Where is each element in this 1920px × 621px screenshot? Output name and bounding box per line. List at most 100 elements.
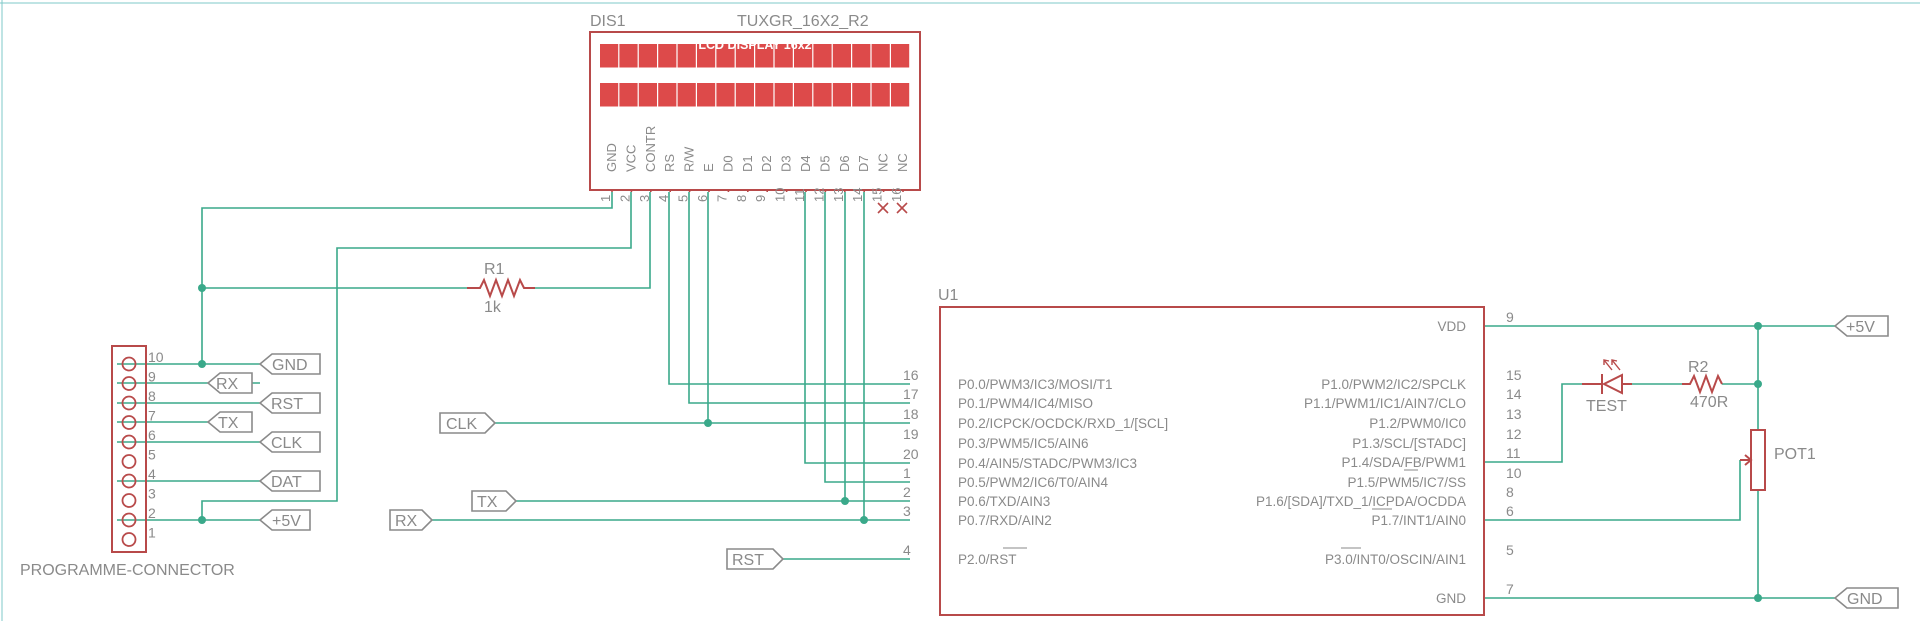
lcd-pin-name: D1	[740, 155, 755, 172]
lcd-char-cell	[600, 83, 619, 107]
wire-r1-right	[535, 192, 651, 289]
connector-pin-hole	[121, 532, 137, 547]
lcd-char-cell	[832, 83, 851, 107]
connector-pin-hole	[121, 434, 137, 450]
lcd-pins: GND1VCC2CONTR3RS4R/W5E6D07D18D29D310D411…	[598, 126, 910, 202]
flag-rx-left-text: RX	[216, 376, 239, 393]
potentiometer-pot1[interactable]: POT1	[1740, 429, 1816, 491]
lcd-char-cell	[638, 44, 657, 68]
mcu-pin-name: P1.0/PWM2/IC2/SPCLK	[1321, 377, 1466, 392]
mcu-pin-name: P0.7/RXD/AIN2	[958, 513, 1052, 528]
mcu-ref: U1	[938, 287, 959, 304]
flag-clk-left	[258, 431, 321, 453]
flag-rst-left-text: RST	[271, 396, 303, 413]
connector-pin-hole	[121, 473, 137, 489]
connector-pin-hole	[121, 395, 137, 411]
mcu-pin-number: 10	[1506, 465, 1522, 481]
lcd-char-cell	[638, 83, 657, 107]
lcd-char-cell	[600, 44, 619, 68]
lcd-pin-name: RS	[662, 154, 677, 172]
mcu-pin-name: P0.2/ICPCK/OCDCK/RXD_1/[SCL]	[958, 416, 1168, 431]
junction-dot	[198, 360, 206, 368]
mcu-pin-number: 13	[1506, 406, 1522, 422]
mcu-pin-number: 8	[1506, 484, 1514, 500]
r2-ref: R2	[1688, 359, 1709, 376]
led-test[interactable]: TEST	[1582, 359, 1632, 415]
mcu-pin-name: P0.3/PWM5/IC5/AIN6	[958, 436, 1089, 451]
flag-5v-right	[1833, 315, 1889, 337]
lcd-char-cell	[735, 44, 754, 68]
lcd-char-cell	[735, 83, 754, 107]
junction-dot	[1754, 322, 1762, 330]
flag-gnd-left-text: GND	[272, 357, 308, 374]
r2-body	[1682, 373, 1723, 395]
lcd-pin-name: D2	[759, 155, 774, 172]
pot-ref: POT1	[1774, 446, 1816, 463]
lcd-char-cell	[658, 44, 677, 68]
mcu-pin-name: P1.6/[SDA]/TXD_1/ICPDA/OCDDA	[1256, 494, 1466, 509]
lcd-pin-name: D7	[856, 155, 871, 172]
mcu-u1[interactable]: U1 16P0.0/PWM3/IC3/MOSI/T117P0.1/PWM4/IC…	[903, 287, 1522, 616]
lcd-char-cell	[794, 83, 813, 107]
connector-pin-number: 10	[148, 349, 164, 365]
wire-pot-wiper	[1484, 460, 1741, 521]
flag-5v-right-text: +5V	[1846, 319, 1875, 336]
lcd-pin-number: 9	[753, 195, 768, 202]
lcd-pin-number: 10	[773, 188, 788, 202]
lcd-char-cell	[619, 83, 638, 107]
flag-rx-left	[206, 372, 253, 394]
junction-dot	[1754, 594, 1762, 602]
mcu-pin-number: 18	[903, 406, 919, 422]
mcu-pin-number: 6	[1506, 503, 1514, 519]
lcd-pin-number: 15	[870, 188, 885, 202]
wires	[117, 192, 1835, 599]
r1-value: 1k	[484, 299, 502, 316]
lcd-char-cell	[697, 44, 716, 68]
lcd-pin-number: 3	[637, 195, 652, 202]
mcu-pin-number: 19	[903, 426, 919, 442]
resistor-r1[interactable]: R1 1k	[467, 261, 535, 316]
junction-dot	[841, 497, 849, 505]
connector-pin-hole	[121, 512, 137, 528]
lcd-char-cell	[697, 83, 716, 107]
lcd-ref: DIS1	[590, 13, 626, 30]
mcu-pin-name: VDD	[1437, 319, 1466, 334]
connector-outline	[111, 345, 147, 553]
mcu-pin-name: P1.1/PWM1/IC1/AIN7/CLO	[1304, 396, 1466, 411]
mcu-pin-number: 5	[1506, 542, 1514, 558]
connector-flags: GND RX RST TX CLK DAT +5V	[206, 353, 321, 531]
mcu-pin-number: 3	[903, 503, 911, 519]
r1-ref: R1	[484, 261, 505, 278]
mcu-pin-name: P0.0/PWM3/IC3/MOSI/T1	[958, 377, 1113, 392]
flag-dat-left-text: DAT	[271, 474, 302, 491]
flag-clk	[439, 412, 497, 434]
mcu-pin-number: 15	[1506, 367, 1522, 383]
mcu-pin-number: 16	[903, 367, 919, 383]
mcu-pin-number: 12	[1506, 426, 1522, 442]
lcd-char-cell	[716, 83, 735, 107]
flag-tx	[471, 490, 518, 512]
connector-pin-number: 7	[148, 408, 156, 424]
mcu-pin-name: P0.6/TXD/AIN3	[958, 494, 1050, 509]
lcd-char-cell	[658, 83, 677, 107]
lcd-pin-name: D3	[779, 155, 794, 172]
mcu-pin-name: P1.7/INT1/AIN0	[1371, 513, 1466, 528]
r1-body	[467, 277, 535, 299]
flag-dat-left	[258, 470, 321, 492]
overline-marks	[1003, 469, 1418, 549]
flag-clk-left-text: CLK	[271, 435, 302, 452]
lcd-char-cell	[774, 83, 793, 107]
mcu-pin-number: 7	[1506, 581, 1514, 597]
lcd-char-cell	[891, 44, 910, 68]
connector-pin-hole	[121, 356, 137, 372]
connector-pin-number: 8	[148, 388, 156, 404]
lcd-pin-name: E	[701, 163, 716, 172]
wire-rw	[688, 192, 910, 404]
connector-pin-hole	[121, 454, 137, 469]
mcu-pin-number: 17	[903, 386, 919, 402]
lcd-display[interactable]: DIS1 TUXGR_16X2_R2 LCD DISPLAY 16x2 GND1…	[589, 13, 921, 214]
resistor-r2[interactable]: R2 470R	[1682, 359, 1728, 411]
connector-pin-number: 3	[148, 486, 156, 502]
mcu-pin-number: 9	[1506, 309, 1514, 325]
